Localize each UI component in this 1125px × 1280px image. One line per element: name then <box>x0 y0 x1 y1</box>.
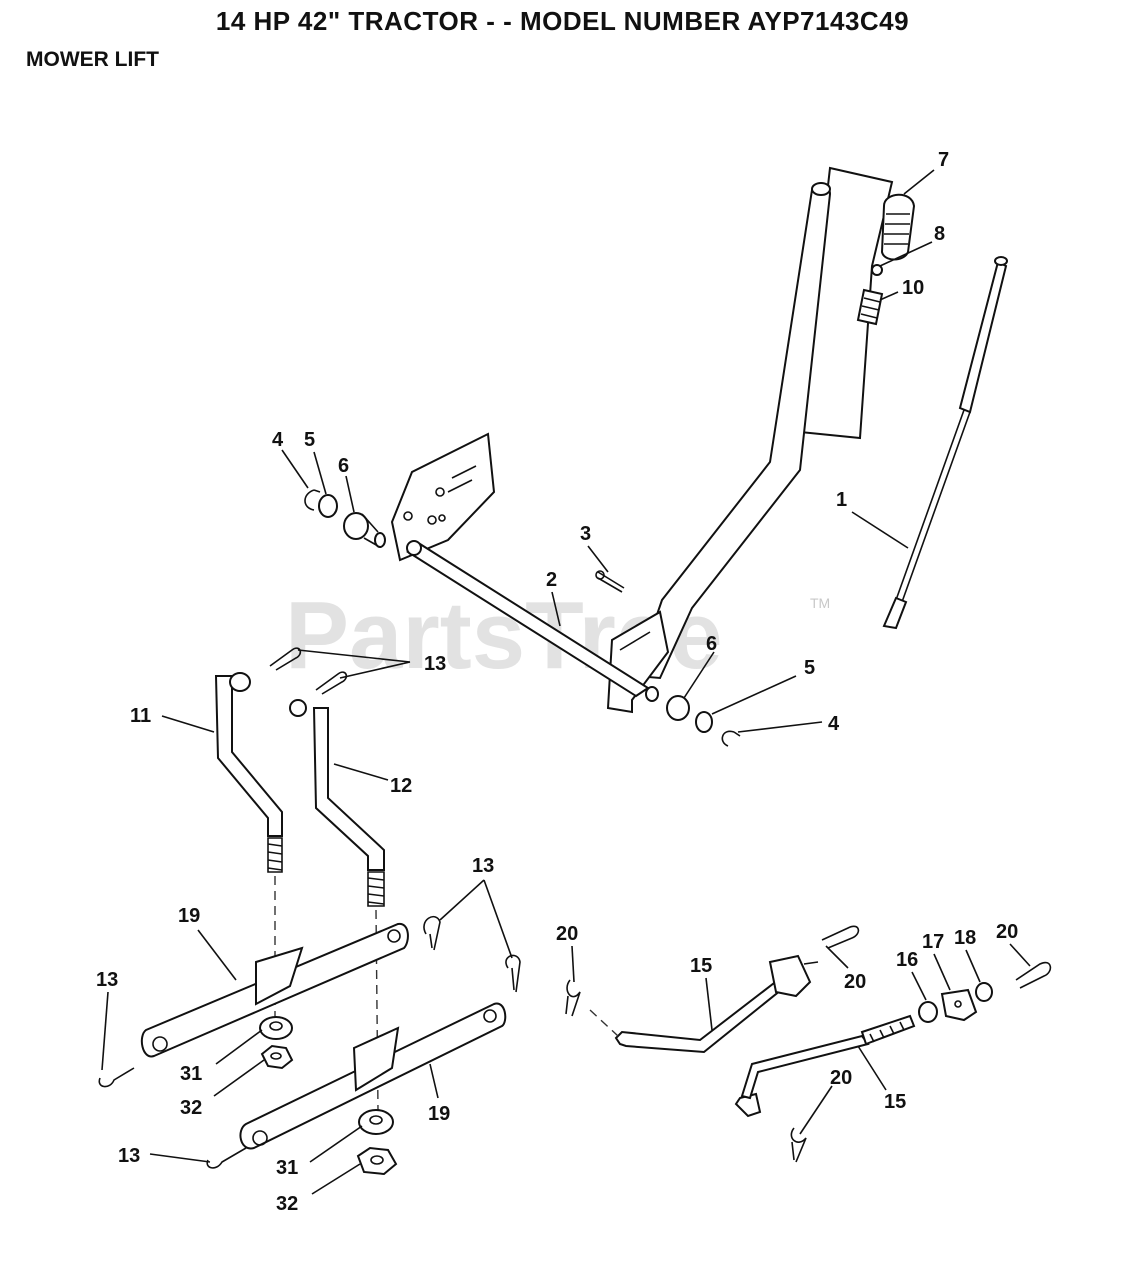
lift-arm-upper <box>140 922 409 1058</box>
bushing-left <box>343 512 386 548</box>
callout-20: 20 <box>556 923 578 945</box>
washer-31-lower <box>358 1109 394 1135</box>
rod-guide-dash <box>589 1009 619 1037</box>
callout-13: 13 <box>96 969 118 991</box>
hairpin-13-bottom <box>206 1147 247 1169</box>
callout-32: 32 <box>180 1097 202 1119</box>
callout-13: 13 <box>424 653 446 675</box>
callout-17: 17 <box>922 931 944 953</box>
callout-32: 32 <box>276 1193 298 1215</box>
callout-13: 13 <box>472 855 494 877</box>
callout-15: 15 <box>690 955 712 977</box>
callout-16: 16 <box>896 949 918 971</box>
callout-8: 8 <box>934 223 945 245</box>
hairpin-13-mid-2 <box>505 954 521 993</box>
callout-2: 2 <box>546 569 557 591</box>
lift-link-12 <box>289 699 385 907</box>
leader-lines <box>101 169 1031 1195</box>
callout-10: 10 <box>902 277 924 299</box>
callout-3: 3 <box>580 523 591 545</box>
callout-4: 4 <box>272 429 284 451</box>
hairpin-13-left <box>98 1067 135 1088</box>
callout-20: 20 <box>996 921 1018 943</box>
hairpin-20-top <box>821 925 860 949</box>
callout-31: 31 <box>180 1063 202 1085</box>
spring-part-10 <box>856 288 884 326</box>
callout-4: 4 <box>828 713 840 735</box>
adjusting-rod-upper <box>614 954 819 1054</box>
washer-right <box>695 711 713 733</box>
diagram-title: 14 HP 42" TRACTOR - - MODEL NUMBER AYP71… <box>215 6 910 36</box>
watermark-tm: TM <box>810 595 830 611</box>
callout-19: 19 <box>428 1103 450 1125</box>
callout-5: 5 <box>804 657 815 679</box>
adjusting-rod-lower <box>734 1014 916 1118</box>
nut-32-upper <box>260 1044 294 1070</box>
ball-part-8 <box>871 264 883 276</box>
mounting-plate <box>390 432 496 562</box>
cotter-pin-3 <box>595 570 625 593</box>
callout-6: 6 <box>338 455 349 477</box>
lift-rod <box>882 256 1008 630</box>
diagram-subtitle: MOWER LIFT <box>26 48 159 71</box>
callout-labels: 7 8 10 1 4 5 6 3 2 13 6 5 4 11 12 13 19 … <box>96 149 1018 1215</box>
washer-16 <box>918 1001 938 1023</box>
callout-11: 11 <box>130 705 151 727</box>
hairpin-20-left <box>565 979 581 1017</box>
callout-5: 5 <box>304 429 315 451</box>
hairpin-upper-2 <box>315 671 348 695</box>
washer-left <box>318 494 338 518</box>
nut-32-lower <box>356 1146 398 1176</box>
callout-7: 7 <box>938 149 949 171</box>
lift-link-11 <box>214 672 283 873</box>
callout-13: 13 <box>118 1145 140 1167</box>
handle-grip <box>880 193 916 261</box>
callout-18: 18 <box>954 927 976 949</box>
retainer-ring-right <box>721 730 741 747</box>
callout-31: 31 <box>276 1157 298 1179</box>
callout-20: 20 <box>844 971 866 993</box>
retainer-ring-left <box>304 489 321 511</box>
washer-31-upper <box>259 1016 293 1040</box>
callout-15: 15 <box>884 1091 906 1113</box>
callout-19: 19 <box>178 905 200 927</box>
hairpin-20-right <box>1015 961 1052 989</box>
callout-12: 12 <box>390 775 412 797</box>
lift-arm-lower <box>239 1002 507 1150</box>
callout-20: 20 <box>830 1067 852 1089</box>
bushing-18 <box>975 982 993 1002</box>
hairpin-13-mid-1 <box>423 916 441 951</box>
hairpin-20-bottom <box>790 1127 807 1163</box>
ferrule-17 <box>940 988 978 1022</box>
bushing-right <box>645 686 690 721</box>
callout-1: 1 <box>836 489 847 511</box>
callout-6: 6 <box>706 633 717 655</box>
